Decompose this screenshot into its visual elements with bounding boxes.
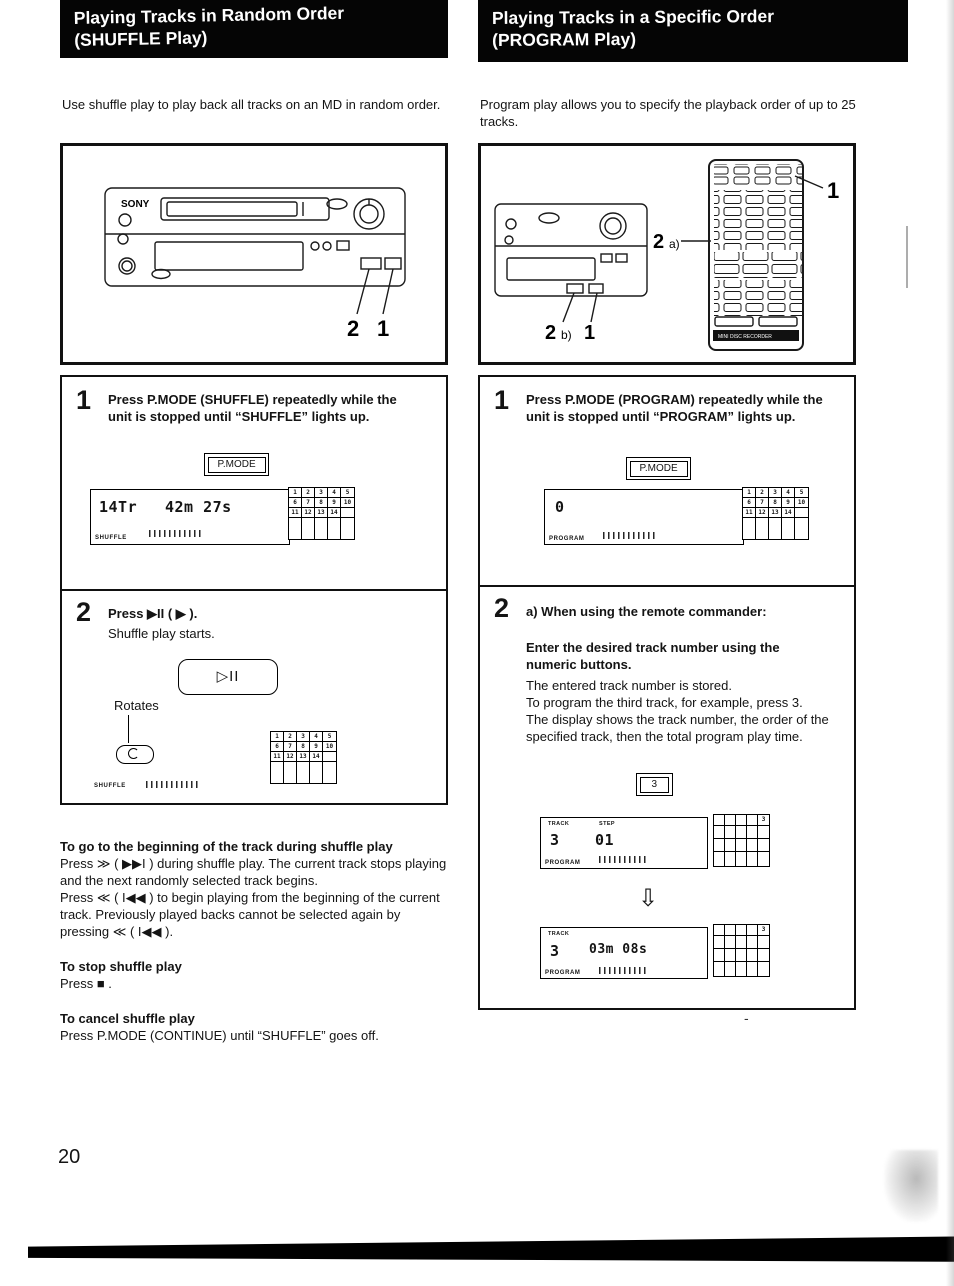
shuffle-tips: To go to the beginning of the track duri… <box>60 838 450 1044</box>
header-line: (PROGRAM Play) <box>492 28 637 50</box>
shuffle-step-2: 2 Press ▶II ( ▶ ). Shuffle play starts. … <box>60 589 448 805</box>
deck-and-remote-illustration: MINI DISC RECORDER 1 2 a) 2 b) 1 <box>494 159 839 351</box>
program-figure: MINI DISC RECORDER 1 2 a) 2 b) 1 <box>478 143 856 365</box>
page-number: 20 <box>58 1146 81 1168</box>
shuffle-step-1: 1 Press P.MODE (SHUFFLE) repeatedly whil… <box>60 375 448 591</box>
scan-artifact <box>906 226 908 288</box>
numeric-button-3: 3 <box>636 773 673 796</box>
tip-body: Press ≪ ( I◀◀ ) to begin playing from th… <box>60 890 440 939</box>
display-track: 3 <box>550 942 560 960</box>
scan-artifact <box>884 1150 938 1222</box>
scan-artifact <box>946 0 954 1286</box>
display-time: 03m 08s <box>589 942 648 957</box>
rotating-disc-icon <box>116 745 154 764</box>
display-value: 0 <box>555 498 565 516</box>
numeric-button-3-label: 3 <box>639 776 670 793</box>
tip-body: Press ≫ ( ▶▶I ) during shuffle play. The… <box>60 856 447 888</box>
level-meter <box>599 967 647 974</box>
figure-callout-2a-suffix: a) <box>669 237 680 251</box>
step-number: 2 <box>76 597 92 627</box>
display-track-time: TRACK 3 03m 08s PROGRAM 3 <box>540 924 770 979</box>
program-step-2: 2 a) When using the remote commander: En… <box>478 585 856 1010</box>
figure-callout-1: 1 <box>377 316 389 341</box>
rotates-label: Rotates <box>114 698 159 713</box>
deck-brand-label: SONY <box>121 199 150 210</box>
leader-line <box>128 715 129 743</box>
tip-body: Press P.MODE (CONTINUE) until “SHUFFLE” … <box>60 1028 379 1043</box>
figure-callout-2b-num: 2 <box>545 322 556 344</box>
pmode-button-label: P.MODE <box>207 456 266 473</box>
step-instruction: Press ▶II ( ▶ ). <box>108 606 198 621</box>
display-mode-label: PROGRAM <box>545 860 581 866</box>
stray-mark: - <box>744 1010 749 1026</box>
md-deck-illustration: SONY 2 1 <box>104 187 406 341</box>
display-mode-label: PROGRAM <box>549 536 585 542</box>
track-label: TRACK <box>548 821 570 827</box>
step-subheading: Enter the desired track number using the… <box>526 640 780 672</box>
level-meter <box>599 856 647 863</box>
pmode-button: P.MODE <box>626 457 692 480</box>
step-body: The entered track number is stored. <box>526 678 732 693</box>
play-pause-button: ▷II <box>178 659 278 695</box>
step-number: 2 <box>494 593 510 623</box>
intro-shuffle: Use shuffle play to play back all tracks… <box>62 97 441 112</box>
header-line: Playing Tracks in a Specific Order <box>491 6 775 29</box>
step-note: Shuffle play starts. <box>108 626 215 641</box>
tip-title: To cancel shuffle play <box>60 1011 195 1026</box>
figure-callout-2b-suffix: b) <box>561 328 572 342</box>
step-heading: a) When using the remote commander: <box>526 604 767 619</box>
step-number: 1 <box>494 385 510 415</box>
level-meter <box>146 781 201 788</box>
tip-body: Press ■ . <box>60 976 112 991</box>
display-step: 01 <box>595 831 615 849</box>
down-arrow-icon: ⇩ <box>638 885 659 912</box>
pmode-button: P.MODE <box>204 453 270 476</box>
pmode-button-label: P.MODE <box>629 460 688 477</box>
tip-title: To go to the beginning of the track duri… <box>60 839 393 854</box>
display-track-step: TRACK STEP 3 01 PROGRAM 3 <box>540 814 770 869</box>
step-number: 1 <box>76 385 92 415</box>
display-track-count: 14Tr <box>99 498 138 516</box>
step-body: To program the third track, for example,… <box>526 695 803 710</box>
figure-callout-1: 1 <box>827 178 839 203</box>
intro-program: Program play allows you to specify the p… <box>480 97 856 129</box>
play-pause-button-label: ▷II <box>216 668 240 685</box>
step-label: STEP <box>599 821 615 827</box>
display-mode-label: SHUFFLE <box>95 535 127 541</box>
figure-callout-2: 2 <box>347 316 359 341</box>
music-calendar: 3 <box>713 814 770 867</box>
level-meter <box>149 530 204 537</box>
level-meter <box>603 532 658 539</box>
display-mode-label: SHUFFLE <box>94 783 126 789</box>
step-instruction: Press P.MODE (PROGRAM) repeatedly while … <box>526 392 823 424</box>
figure-callout-2a-num: 2 <box>653 231 664 253</box>
track-label: TRACK <box>548 931 570 937</box>
display-track: 3 <box>550 831 560 849</box>
step-instruction: Press P.MODE (SHUFFLE) repeatedly while … <box>108 392 397 424</box>
program-step-1: 1 Press P.MODE (PROGRAM) repeatedly whil… <box>478 375 856 587</box>
page-bottom-bar <box>28 1236 954 1262</box>
shuffle-figure: SONY 2 1 <box>60 143 448 365</box>
step-body: The display shows the track number, the … <box>526 712 829 744</box>
tip-title: To stop shuffle play <box>60 959 182 974</box>
display-mode-label: PROGRAM <box>545 970 581 976</box>
music-calendar: 3 <box>713 924 770 977</box>
display-total-time: 42m 27s <box>165 498 232 516</box>
figure-callout-2b-extra: 1 <box>584 322 595 344</box>
remote-caption: MINI DISC RECORDER <box>718 334 772 340</box>
section-header-program: Playing Tracks in a Specific Order (PROG… <box>478 0 908 62</box>
section-header-shuffle: Playing Tracks in Random Order (SHUFFLE … <box>60 0 448 58</box>
